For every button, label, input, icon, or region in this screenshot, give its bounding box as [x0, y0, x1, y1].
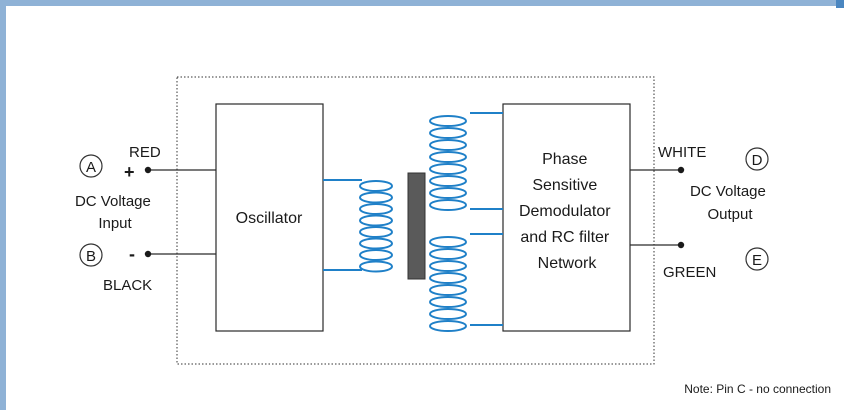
output-label-line-2: Output — [707, 206, 753, 223]
terminal-green — [677, 241, 685, 249]
coil-loop — [359, 260, 393, 273]
coil-loop — [429, 320, 467, 332]
coil-loop — [429, 115, 467, 127]
output-label-line-1: DC Voltage — [690, 183, 766, 200]
pin-e-letter: E — [752, 252, 762, 269]
coil-loop — [429, 175, 467, 187]
pin-a-circle — [79, 154, 103, 178]
secondary-coil-bottom — [429, 236, 467, 332]
demodulator-block — [502, 103, 631, 332]
coil-loop — [429, 296, 467, 308]
demod-line-3: Demodulator — [519, 203, 611, 220]
pin-d-circle — [745, 147, 769, 171]
output-label: DC Voltage Output — [690, 183, 770, 223]
terminal-black — [144, 250, 152, 258]
coil-loop — [429, 199, 467, 211]
coil-loop — [359, 191, 393, 204]
pin-b-color-label: BLACK — [103, 277, 152, 294]
coil-loop — [429, 248, 467, 260]
pin-d-letter: D — [752, 152, 763, 169]
input-label-line-2: Input — [98, 215, 132, 232]
coil-loop — [359, 214, 393, 227]
oscillator-block — [215, 103, 324, 332]
demod-line-4: and RC filter — [520, 229, 610, 246]
demodulator-label: Phase Sensitive Demodulator and RC filte… — [519, 151, 615, 272]
oscillator-label: Oscillator — [236, 210, 303, 227]
secondary-coil-top — [429, 115, 467, 211]
demod-line-2: Sensitive — [532, 177, 597, 194]
terminal-white — [677, 166, 685, 174]
coil-loop — [359, 180, 393, 192]
footnote: Note: Pin C - no connection — [684, 382, 831, 396]
pin-b-circle — [79, 243, 103, 267]
demod-line-5: Network — [538, 255, 598, 272]
sensor-enclosure — [176, 76, 655, 365]
pin-b-letter: B — [86, 248, 96, 265]
coil-loop — [429, 236, 467, 248]
coil-loop — [359, 203, 393, 215]
coil-loop — [429, 308, 467, 320]
input-label: DC Voltage Input — [75, 193, 155, 232]
coil-loop — [429, 187, 467, 199]
primary-coil — [359, 180, 393, 273]
pin-b-sign: - — [129, 244, 135, 264]
pin-a-color-label: RED — [129, 144, 161, 161]
demod-line-1: Phase — [542, 151, 587, 168]
coil-loop — [429, 260, 467, 272]
frame-top-bar — [0, 0, 844, 6]
pin-e-color-label: GREEN — [663, 264, 716, 281]
coil-loop — [359, 226, 393, 238]
coil-loop — [359, 237, 393, 250]
frame-corner — [836, 0, 844, 8]
coil-loop — [429, 151, 467, 163]
coil-loop — [429, 272, 467, 284]
pin-a-letter: A — [86, 159, 96, 176]
coil-loop — [429, 284, 467, 296]
frame-left-bar — [0, 0, 6, 410]
pin-a-sign: + — [124, 162, 135, 182]
coil-loop — [359, 249, 393, 261]
coil-loop — [429, 163, 467, 175]
coil-loop — [429, 139, 467, 151]
transformer-core — [407, 172, 426, 280]
input-label-line-1: DC Voltage — [75, 193, 151, 210]
coil-loop — [429, 127, 467, 139]
pin-e-circle — [745, 247, 769, 271]
pin-d-color-label: WHITE — [658, 144, 706, 161]
terminal-red — [144, 166, 152, 174]
